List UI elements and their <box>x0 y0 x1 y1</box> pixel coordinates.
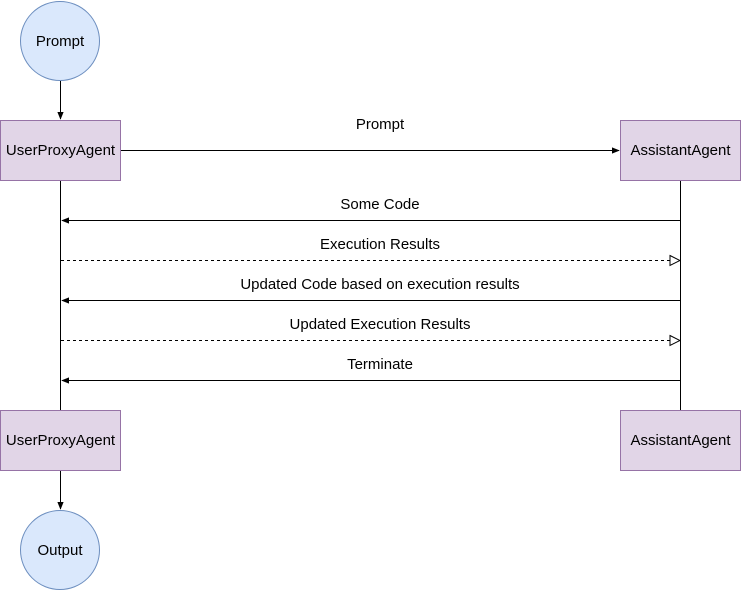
assistant-agent-bottom: AssistantAgent <box>620 410 741 471</box>
assistant-agent-top: AssistantAgent <box>620 120 741 181</box>
user-proxy-agent-bottom: UserProxyAgent <box>0 410 121 471</box>
message-label-2: Some Code <box>340 196 420 213</box>
message-label-4: Updated Code based on execution results <box>240 276 520 293</box>
output-end-node: Output <box>20 510 100 590</box>
message-label-1: Prompt <box>355 116 405 133</box>
user-proxy-agent-top: UserProxyAgent <box>0 120 121 181</box>
message-label-5: Updated Execution Results <box>289 316 471 333</box>
message-label-3: Execution Results <box>319 236 441 253</box>
message-label-6: Terminate <box>347 356 413 373</box>
prompt-start-node: Prompt <box>20 1 100 81</box>
